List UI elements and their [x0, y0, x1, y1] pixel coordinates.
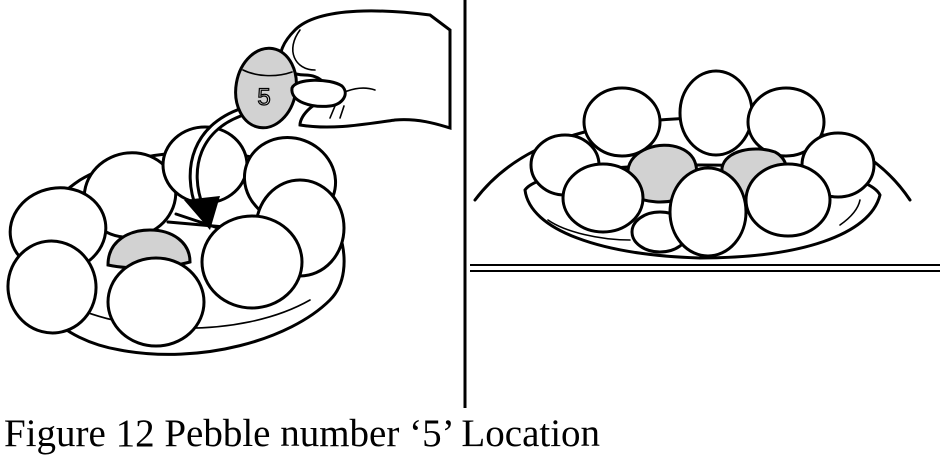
hand-icon — [279, 9, 452, 131]
figure-caption: Figure 12 Pebble number ‘5’ Location — [4, 412, 601, 455]
left-panel: 5 — [6, 9, 452, 356]
curved-arrow-icon — [184, 105, 253, 230]
pebble-5-label: 5 — [257, 84, 270, 111]
right-panel — [470, 69, 940, 272]
pebble-5-icon: 5 — [234, 46, 347, 130]
